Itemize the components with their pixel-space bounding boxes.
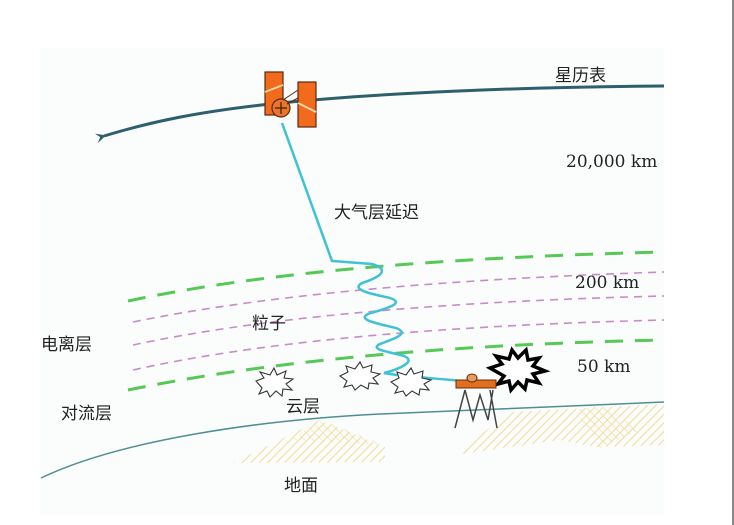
ionosphere-top-label: 200 km — [575, 273, 640, 293]
atmospheric-delay-label: 大气层延迟 — [334, 203, 419, 223]
cloud-icon — [255, 366, 295, 398]
cloud-layer-label: 云层 — [286, 397, 320, 417]
cloud-icon — [389, 366, 433, 397]
orbit-altitude-label: 20,000 km — [566, 152, 658, 172]
ionosphere-label: 电离层 — [41, 335, 92, 355]
image-border — [732, 0, 734, 525]
ionosphere-upper-boundary — [127, 250, 665, 303]
cloud-icons — [255, 360, 433, 398]
ephemeris-label: 星历表 — [555, 66, 606, 86]
satellite-icon — [264, 71, 317, 128]
cloud-icon — [338, 360, 382, 391]
troposphere-label: 对流层 — [61, 404, 112, 424]
earth-surface-curve — [40, 401, 665, 479]
ionosphere-layer-line-2 — [132, 295, 665, 346]
burst-icon — [485, 346, 551, 394]
terrain — [233, 404, 664, 463]
receiver-icon — [454, 373, 498, 429]
ionosphere-lower-boundary — [127, 338, 665, 392]
particles-label: 粒子 — [252, 314, 286, 334]
ground-label: 地面 — [284, 476, 318, 496]
ionosphere-layer-line-1 — [132, 271, 665, 323]
ionosphere-layer-line-3 — [132, 319, 665, 371]
signal-path — [280, 122, 471, 384]
orbit-arrow — [94, 84, 665, 144]
troposphere-top-label: 50 km — [577, 357, 631, 377]
